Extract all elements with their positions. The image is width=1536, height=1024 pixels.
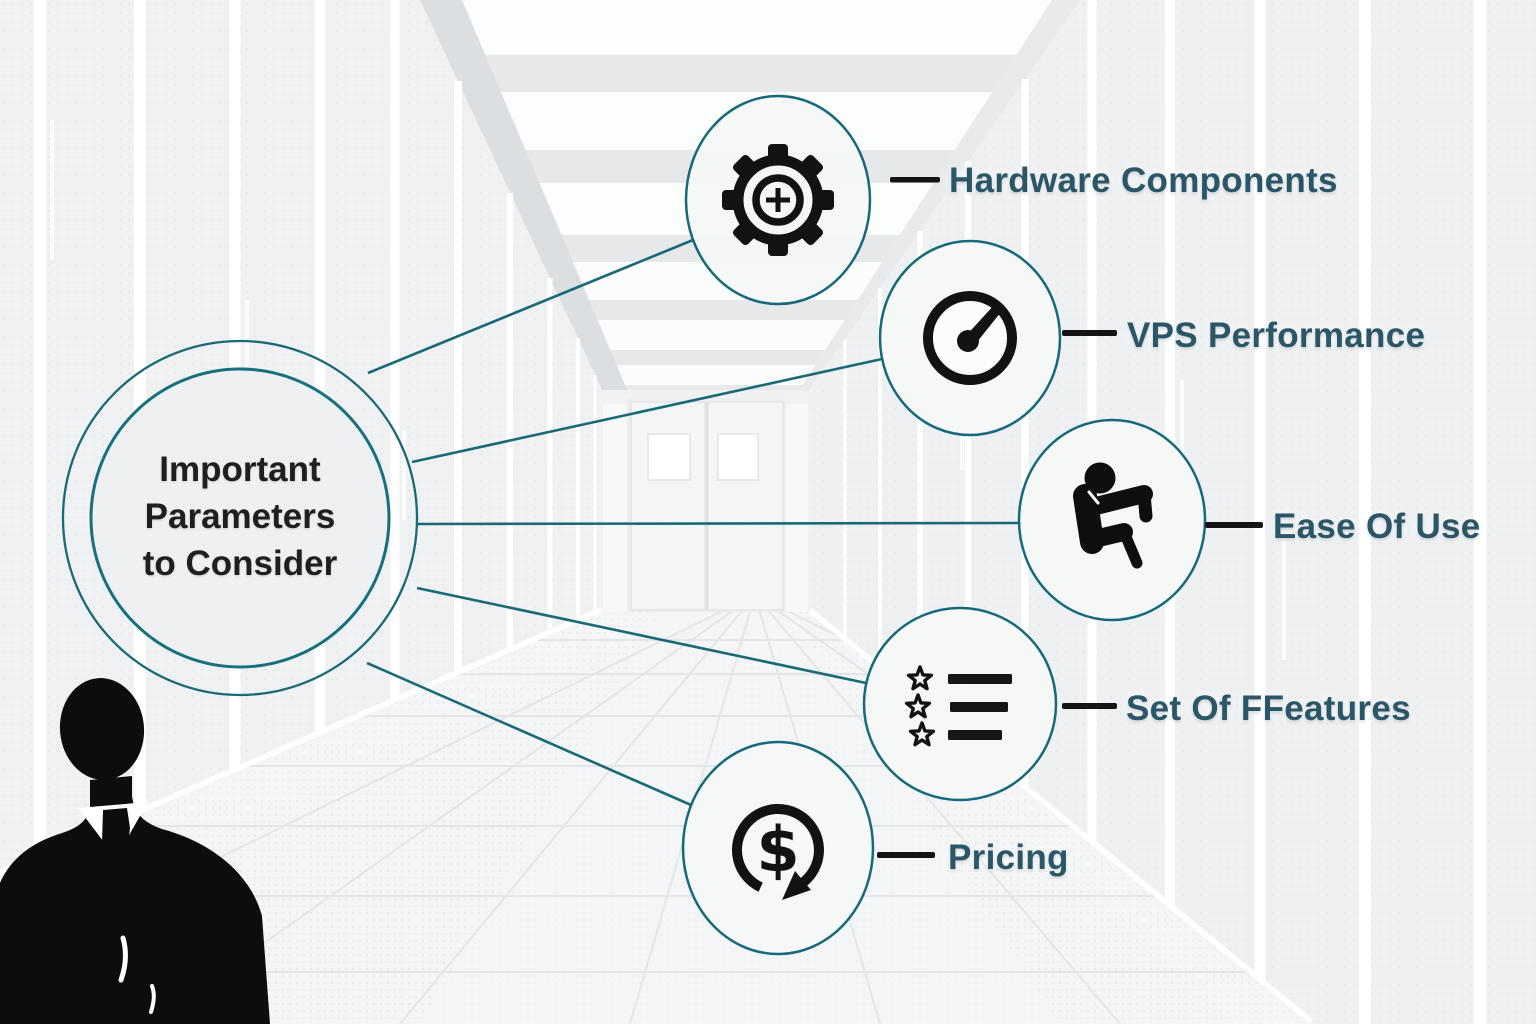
central-title: Important Parameters to Consider (70, 446, 410, 587)
starred-list-icon (904, 665, 1012, 747)
node-features (862, 606, 1058, 802)
speedometer-icon (923, 291, 1017, 385)
connector-pricing (366, 661, 692, 807)
dash-features (1062, 703, 1117, 709)
dash-vps (1062, 330, 1117, 336)
central-title-line-1: Important (159, 450, 321, 489)
connector-hardware (367, 238, 694, 375)
seated-person-icon (1073, 462, 1153, 569)
door-window-left (647, 433, 691, 481)
central-inner-circle (89, 367, 391, 669)
svg-text:$: $ (756, 813, 799, 886)
label-set-of-features: Set Of FFeatures (1126, 689, 1411, 728)
corridor-end-wall (603, 390, 808, 612)
gear-plus-icon (722, 144, 834, 256)
tie (102, 808, 130, 904)
dash-ease (1205, 522, 1263, 528)
central-node (61, 339, 419, 697)
door-window-right (717, 433, 759, 481)
dash-pricing (877, 852, 935, 858)
ceiling-beam-left (420, 0, 628, 392)
central-title-line-3: to Consider (142, 544, 338, 583)
connector-vps (411, 357, 883, 464)
label-dashes (877, 177, 1263, 858)
central-title-line-2: Parameters (144, 497, 336, 536)
dollar-refresh-icon: $ (731, 804, 824, 900)
node-ease (1017, 418, 1207, 622)
node-vps (878, 239, 1062, 437)
connector-features (416, 586, 867, 685)
label-pricing: Pricing (948, 838, 1069, 877)
central-outer-ring (61, 339, 419, 697)
label-hardware-components: Hardware Components (949, 161, 1338, 200)
dash-hardware (890, 177, 940, 183)
label-ease-of-use: Ease Of Use (1273, 507, 1481, 546)
label-vps-performance: VPS Performance (1127, 316, 1426, 355)
ceiling-beam-right (798, 0, 1080, 392)
connector-ease (417, 521, 1020, 526)
connector-lines (366, 238, 1020, 807)
node-hardware (684, 94, 872, 306)
businessman-silhouette (0, 678, 270, 1024)
node-pricing: $ (681, 740, 875, 956)
